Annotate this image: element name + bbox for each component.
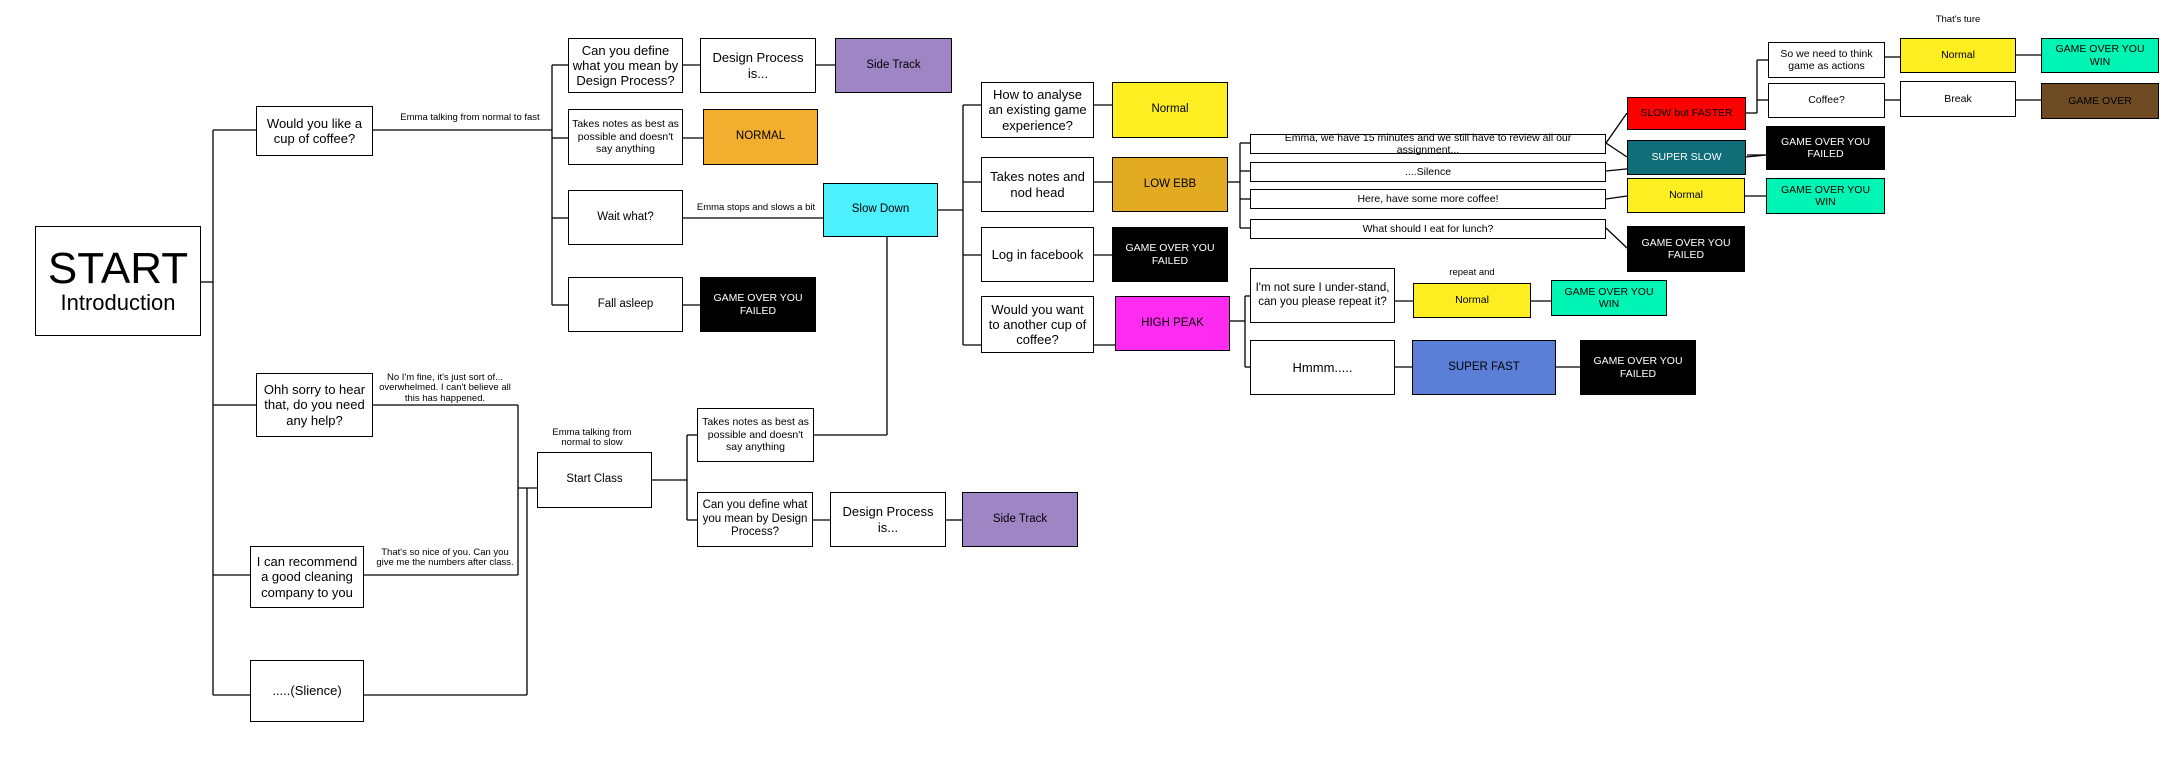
node-normal-3[interactable]: Normal bbox=[1413, 283, 1531, 318]
node-fall-asleep[interactable]: Fall asleep bbox=[568, 277, 683, 332]
node-design-process-is[interactable]: Design Process is... bbox=[700, 38, 816, 93]
node-game-over-win-2[interactable]: GAME OVER YOU WIN bbox=[1551, 280, 1667, 316]
node-side-track-2[interactable]: Side Track bbox=[962, 492, 1078, 547]
node-another-cup[interactable]: Would you want to another cup of coffee? bbox=[981, 296, 1094, 353]
label-normal-to-slow: Emma talking from normal to slow bbox=[552, 427, 632, 449]
node-normal-2[interactable]: Normal bbox=[1627, 178, 1745, 213]
node-analyse-game[interactable]: How to analyse an existing game experien… bbox=[981, 82, 1094, 138]
node-design-process-is-2[interactable]: Design Process is... bbox=[830, 492, 946, 547]
label-im-fine: No I'm fine, it's just sort of... overwh… bbox=[379, 372, 511, 404]
node-coffee-short[interactable]: Coffee? bbox=[1768, 83, 1885, 118]
node-game-over-failed[interactable]: GAME OVER YOU FAILED bbox=[700, 277, 816, 332]
node-normal-orange[interactable]: NORMAL bbox=[703, 109, 818, 165]
node-not-sure-repeat[interactable]: I'm not sure I under-stand, can you plea… bbox=[1250, 268, 1395, 323]
start-node[interactable]: START Introduction bbox=[35, 226, 201, 336]
node-game-over-failed-5[interactable]: GAME OVER YOU FAILED bbox=[1580, 340, 1696, 395]
node-normal-1[interactable]: Normal bbox=[1112, 82, 1228, 138]
node-game-over-win-3[interactable]: GAME OVER YOU WIN bbox=[2041, 38, 2159, 73]
label-thats-ture: That's ture bbox=[1935, 14, 1981, 25]
start-title: START bbox=[47, 243, 189, 293]
node-ohh-sorry[interactable]: Ohh sorry to hear that, do you need any … bbox=[256, 373, 373, 437]
node-takes-notes-2[interactable]: Takes notes as best as possible and does… bbox=[697, 408, 814, 462]
node-define-design-process-2[interactable]: Can you define what you mean by Design P… bbox=[697, 492, 813, 547]
node-game-over-failed-2[interactable]: GAME OVER YOU FAILED bbox=[1112, 227, 1228, 282]
label-so-nice: That's so nice of you. Can you give me t… bbox=[376, 547, 514, 569]
label-repeat-and: repeat and bbox=[1449, 267, 1495, 278]
option-silence[interactable]: ....Silence bbox=[1250, 162, 1606, 182]
node-takes-notes[interactable]: Takes notes as best as possible and does… bbox=[568, 109, 683, 165]
node-low-ebb[interactable]: LOW EBB bbox=[1112, 157, 1228, 212]
node-wait-what[interactable]: Wait what? bbox=[568, 190, 683, 245]
node-high-peak[interactable]: HIGH PEAK bbox=[1115, 296, 1230, 351]
node-normal-4[interactable]: Normal bbox=[1900, 38, 2016, 73]
node-recommend-cleaning[interactable]: I can recommend a good cleaning company … bbox=[250, 546, 364, 608]
label-normal-to-fast: Emma talking from normal to fast bbox=[400, 112, 540, 123]
node-slow-down[interactable]: Slow Down bbox=[823, 183, 938, 237]
option-lunch[interactable]: What should I eat for lunch? bbox=[1250, 219, 1606, 239]
node-super-slow[interactable]: SUPER SLOW bbox=[1627, 140, 1746, 175]
node-think-game-actions[interactable]: So we need to think game as actions bbox=[1768, 42, 1885, 78]
node-define-design-process[interactable]: Can you define what you mean by Design P… bbox=[568, 38, 683, 93]
option-emma-15-minutes[interactable]: Emma, we have 15 minutes and we still ha… bbox=[1250, 132, 1606, 156]
option-more-coffee[interactable]: Here, have some more coffee! bbox=[1250, 189, 1606, 209]
node-hmmm[interactable]: Hmmm..... bbox=[1250, 340, 1395, 395]
node-break[interactable]: Break bbox=[1900, 81, 2016, 117]
start-subtitle: Introduction bbox=[60, 289, 176, 315]
label-stops-slows: Emma stops and slows a bit bbox=[696, 202, 816, 213]
node-nod-head[interactable]: Takes notes and nod head bbox=[981, 157, 1094, 212]
node-super-fast[interactable]: SUPER FAST bbox=[1412, 340, 1556, 395]
node-log-facebook[interactable]: Log in facebook bbox=[981, 227, 1094, 282]
node-game-over-failed-3[interactable]: GAME OVER YOU FAILED bbox=[1766, 126, 1885, 170]
node-start-class[interactable]: Start Class bbox=[537, 452, 652, 508]
node-game-over-brown[interactable]: GAME OVER bbox=[2041, 83, 2159, 119]
node-game-over-win-1[interactable]: GAME OVER YOU WIN bbox=[1766, 178, 1885, 214]
node-coffee-question[interactable]: Would you like a cup of coffee? bbox=[256, 106, 373, 156]
node-side-track[interactable]: Side Track bbox=[835, 38, 952, 93]
node-game-over-failed-4[interactable]: GAME OVER YOU FAILED bbox=[1627, 226, 1745, 272]
node-silence[interactable]: .....(Slience) bbox=[250, 660, 364, 722]
node-slow-but-faster[interactable]: SLOW but FASTER bbox=[1627, 97, 1746, 130]
